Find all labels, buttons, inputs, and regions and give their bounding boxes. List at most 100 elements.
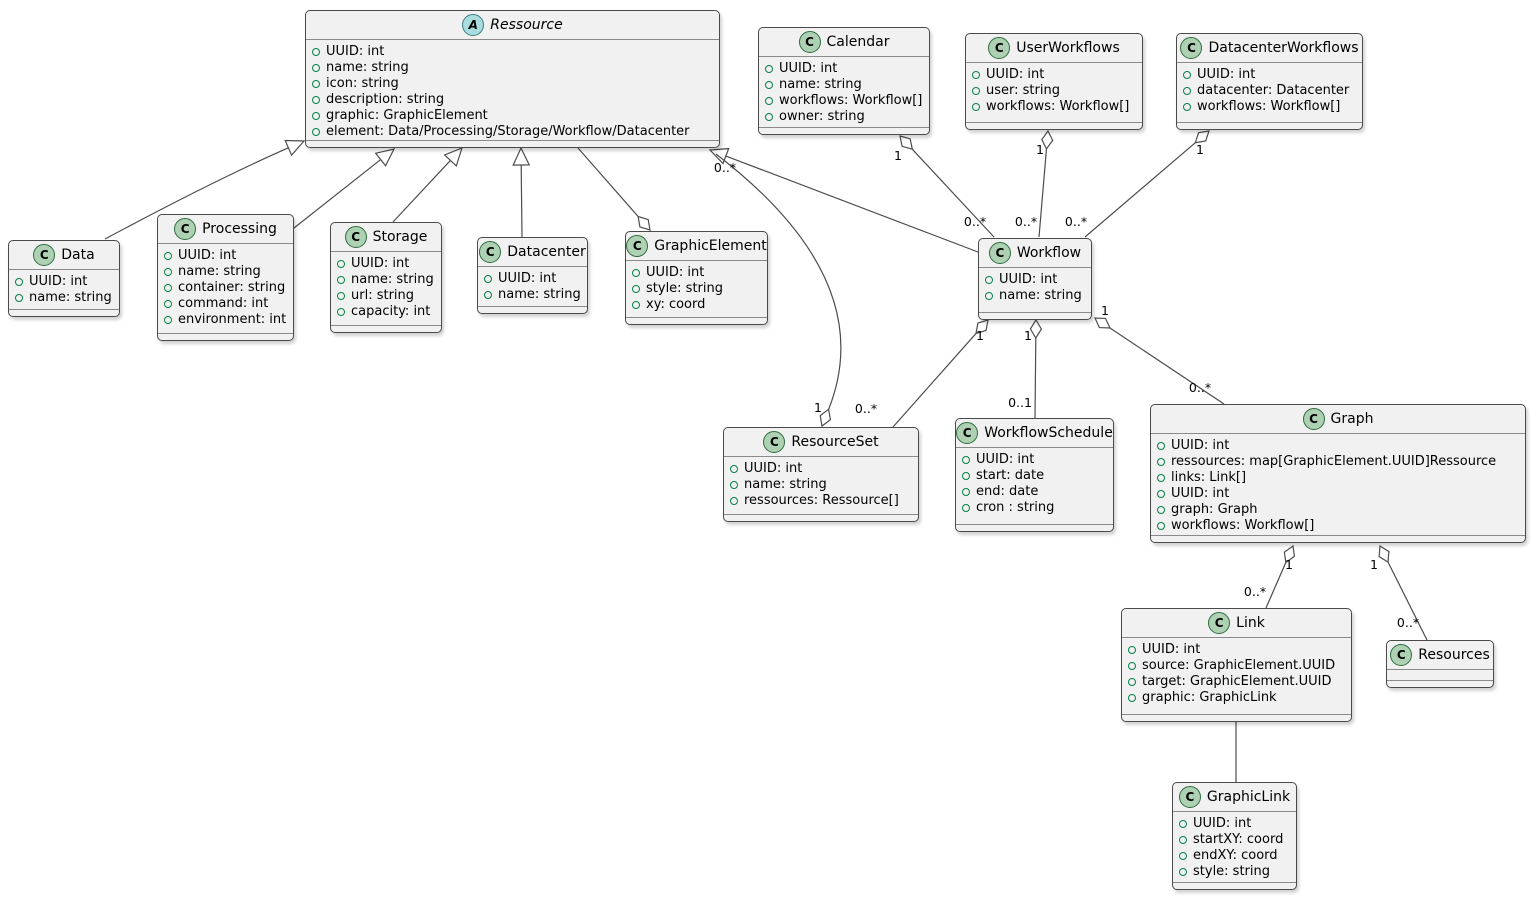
attribute-text: UUID: int <box>1171 438 1230 453</box>
field-bullet-icon <box>730 465 738 473</box>
attribute-text: name: string <box>999 288 1082 303</box>
aggregation-diamond-icon <box>1041 129 1054 151</box>
attribute-text: environment: int <box>178 312 287 327</box>
attribute-text: workflows: Workflow[] <box>1197 99 1341 114</box>
attribute-text: links: Link[] <box>1171 470 1247 485</box>
class-name: Data <box>61 247 95 263</box>
class-circle-icon: C <box>1178 786 1201 808</box>
attribute-row: UUID: int <box>484 271 580 287</box>
field-bullet-icon <box>985 292 993 300</box>
class-circle-icon: C <box>1180 37 1203 59</box>
multiplicity-label: 0..* <box>964 214 986 229</box>
attribute-text: datacenter: Datacenter <box>1197 83 1350 98</box>
attribute-text: workflows: Workflow[] <box>1171 518 1315 533</box>
attribute-text: workflows: Workflow[] <box>986 99 1130 114</box>
field-bullet-icon <box>1157 458 1165 466</box>
attribute-text: graphic: GraphicElement <box>326 108 488 123</box>
multiplicity-label: 1 <box>1036 142 1044 157</box>
attribute-row: element: Data/Processing/Storage/Workflo… <box>312 124 712 140</box>
attribute-row: UUID: int <box>1157 438 1518 454</box>
multiplicity-label: 1 <box>1101 303 1109 318</box>
class-circle-icon: C <box>956 422 979 444</box>
field-bullet-icon <box>765 81 773 89</box>
class-name: DatacenterWorkflows <box>1208 40 1359 56</box>
field-bullet-icon <box>164 252 172 260</box>
methods-compartment <box>626 317 767 324</box>
field-bullet-icon <box>972 87 980 95</box>
class-name: Storage <box>372 229 428 245</box>
methods-compartment <box>331 325 441 332</box>
aggregation-line <box>1265 562 1287 609</box>
edge-storage-extends-ressource <box>392 146 463 223</box>
attribute-text: UUID: int <box>999 272 1058 287</box>
class-circle-icon: C <box>1208 612 1231 634</box>
field-bullet-icon <box>1157 490 1165 498</box>
field-bullet-icon <box>312 112 320 120</box>
field-bullet-icon <box>765 113 773 121</box>
attribute-text: style: string <box>646 281 724 296</box>
class-name: Workflow <box>1016 245 1082 261</box>
attribute-text: UUID: int <box>29 274 88 289</box>
edge-graph-resources: 10..* <box>1370 544 1428 641</box>
methods-compartment <box>979 312 1091 319</box>
multiplicity-label: 0..* <box>1065 214 1087 229</box>
aggregation-diamond-icon <box>637 215 651 231</box>
aggregation-diamond-icon <box>899 135 914 151</box>
aggregation-diamond-icon <box>819 408 832 428</box>
attribute-text: name: string <box>744 477 827 492</box>
attribute-row: target: GraphicElement.UUID <box>1128 674 1344 690</box>
edge-processing-extends-ressource <box>293 148 396 229</box>
attribute-text: command: int <box>178 296 269 311</box>
attribute-text: ressources: Ressource[] <box>744 493 899 508</box>
multiplicity-label: 0..* <box>1189 380 1211 395</box>
attribute-text: container: string <box>178 280 286 295</box>
attribute-text: end: date <box>976 484 1039 499</box>
aggregation-line <box>1387 561 1428 641</box>
multiplicity-label: 0..1 <box>1008 395 1032 410</box>
methods-compartment <box>1177 122 1362 129</box>
attribute-text: name: string <box>351 272 434 287</box>
attribute-row: UUID: int <box>1128 642 1344 658</box>
attribute-row: workflows: Workflow[] <box>1183 99 1355 115</box>
attribute-text: name: string <box>178 264 261 279</box>
field-bullet-icon <box>164 300 172 308</box>
aggregation-line <box>577 147 639 217</box>
class-title: C DatacenterWorkflows <box>1177 34 1362 63</box>
attribute-text: UUID: int <box>744 461 803 476</box>
class-circle-icon: C <box>1390 644 1413 666</box>
field-bullet-icon <box>985 276 993 284</box>
class-name: ResourceSet <box>791 434 879 450</box>
attribute-row: end: date <box>962 484 1106 500</box>
inheritance-arrow-icon <box>284 139 306 157</box>
edge-ressource-graphic <box>577 147 651 231</box>
attribute-row: UUID: int <box>164 248 286 264</box>
attribute-row: links: Link[] <box>1157 470 1518 486</box>
aggregation-diamond-icon <box>975 319 989 335</box>
aggregation-line <box>1084 142 1196 238</box>
attribute-row: capacity: int <box>337 304 434 320</box>
attribute-text: name: string <box>29 290 112 305</box>
inheritance-line <box>293 159 382 229</box>
field-bullet-icon <box>337 276 345 284</box>
methods-compartment <box>9 309 119 316</box>
attribute-text: UUID: int <box>779 61 838 76</box>
field-bullet-icon <box>1183 71 1191 79</box>
attribute-text: startXY: coord <box>1193 832 1284 847</box>
